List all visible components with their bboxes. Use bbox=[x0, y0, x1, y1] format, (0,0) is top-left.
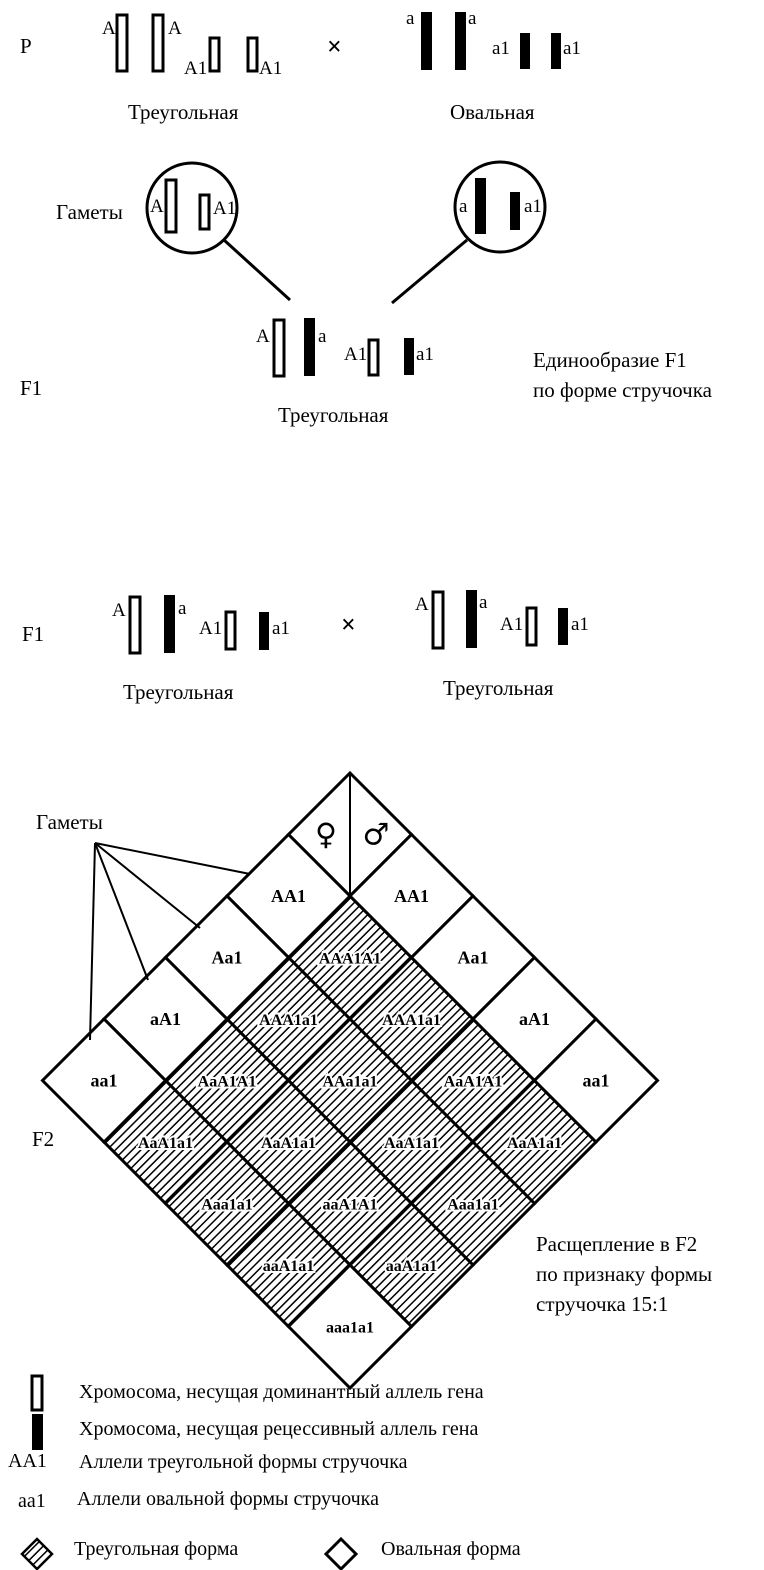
oval-shape-icon bbox=[323, 1536, 359, 1570]
female-symbol-icon: ♀ bbox=[315, 818, 337, 853]
genotype-label: AaA1A1 bbox=[444, 1074, 503, 1091]
f1-cross-generation-label: F1 bbox=[22, 622, 45, 646]
female-gamete-cell bbox=[40, 1016, 168, 1145]
f1-allele-3: A1 bbox=[344, 344, 368, 365]
genotype-label: AAa1a1 bbox=[322, 1074, 377, 1091]
gametes-title: Гаметы bbox=[56, 200, 123, 224]
f1-cross-right-allele-1: A bbox=[415, 594, 429, 615]
punnett-gametes-label: Гаметы bbox=[36, 810, 103, 834]
f1-generation-label: F1 bbox=[20, 376, 43, 400]
f1-cross-right-allele-3: A1 bbox=[500, 614, 524, 635]
f1-chromosomes bbox=[272, 318, 414, 378]
genotype-label: aaa1a1 bbox=[326, 1320, 374, 1337]
male-gamete-label: Aa1 bbox=[458, 948, 489, 968]
punnett-grid: AAA1A1AAA1a1AaA1A1AaA1a1AAA1a1AAa1a1AaA1… bbox=[40, 770, 660, 1391]
f1-cross-left-allele-2: a bbox=[178, 598, 187, 619]
genotype-label: AaA1a1 bbox=[384, 1135, 439, 1152]
genotype-label: AAA1a1 bbox=[259, 1012, 318, 1029]
f2-note-line3: стручочка 15:1 bbox=[536, 1292, 669, 1316]
male-symbol-icon: ♂ bbox=[363, 818, 390, 853]
f2-note-line1: Расщепление в F2 bbox=[536, 1232, 698, 1256]
p-left-phenotype: Треугольная bbox=[128, 100, 239, 124]
triangle-shape-icon bbox=[20, 1537, 54, 1570]
p-left-chromosomes bbox=[115, 13, 259, 73]
genotype-label: AaA1A1 bbox=[198, 1074, 257, 1091]
female-gamete-label: Aa1 bbox=[212, 948, 243, 968]
legend-triangle-alleles-key: AA1 bbox=[8, 1450, 47, 1472]
genotype-label: aaA1a1 bbox=[386, 1258, 438, 1275]
female-gamete-label: aA1 bbox=[150, 1009, 181, 1029]
genotype-label: AAA1A1 bbox=[319, 951, 381, 968]
f1-allele-1: A bbox=[256, 326, 270, 347]
genotype-label: AaA1a1 bbox=[138, 1135, 193, 1152]
legend-triangle-shape: Треугольная форма bbox=[74, 1538, 239, 1560]
f1-cross-left-chromosomes bbox=[128, 595, 269, 655]
female-gamete-label: AA1 bbox=[271, 886, 306, 906]
p-left-allele-3: A1 bbox=[184, 58, 208, 79]
male-gamete-cell bbox=[532, 1016, 660, 1145]
f1-cross-left-allele-1: A bbox=[112, 600, 126, 621]
f1-allele-4: a1 bbox=[416, 344, 434, 365]
f1-cross-left-allele-4: a1 bbox=[272, 618, 290, 639]
f1-cross-right-allele-2: a bbox=[479, 592, 488, 613]
p-right-allele-1: a bbox=[406, 8, 415, 29]
genotype-label: Aaa1a1 bbox=[447, 1197, 499, 1214]
genotype-label: aaA1A1 bbox=[322, 1197, 377, 1214]
legend-oval-shape: Овальная форма bbox=[381, 1538, 521, 1560]
gamete-circle-right bbox=[453, 160, 547, 254]
f1-phenotype: Треугольная bbox=[278, 403, 389, 427]
legend-symbols bbox=[20, 1374, 359, 1570]
f2-note-line2: по признаку формы bbox=[536, 1262, 713, 1286]
legend-triangle-alleles: Аллели треугольной формы стручочка bbox=[79, 1451, 408, 1473]
p-generation-label: P bbox=[20, 34, 32, 58]
f1-note-line2: по форме стручочка bbox=[533, 378, 712, 402]
f2-generation-label: F2 bbox=[32, 1127, 55, 1151]
male-gamete-label: aa1 bbox=[583, 1071, 610, 1091]
legend-recessive-chromosome: Хромосома, несущая рецессивный аллель ге… bbox=[79, 1418, 479, 1440]
p-left-allele-1: A bbox=[102, 18, 116, 39]
f1-cross-left-allele-3: A1 bbox=[199, 618, 223, 639]
legend-dominant-chromosome: Хромосома, несущая доминантный аллель ге… bbox=[79, 1381, 484, 1403]
p-cross-sign: × bbox=[327, 32, 342, 61]
p-right-allele-2: a bbox=[468, 8, 477, 29]
p-left-allele-2: A bbox=[168, 18, 182, 39]
f1-cross-left-phenotype: Треугольная bbox=[123, 680, 234, 704]
f1-cross-sign: × bbox=[341, 610, 356, 639]
f1-note-line1: Единообразие F1 bbox=[533, 348, 687, 372]
p-right-chromosomes bbox=[421, 12, 561, 70]
f1-cross-right-allele-4: a1 bbox=[571, 614, 589, 635]
gamete-left-allele-1: A bbox=[150, 196, 164, 217]
male-gamete-label: AA1 bbox=[394, 886, 429, 906]
p-right-allele-3: a1 bbox=[492, 38, 510, 59]
genotype-label: Aaa1a1 bbox=[201, 1197, 253, 1214]
p-right-phenotype: Овальная bbox=[450, 100, 535, 124]
p-right-allele-4: a1 bbox=[563, 38, 581, 59]
genotype-label: AaA1a1 bbox=[261, 1135, 316, 1152]
legend-oval-alleles-key: aa1 bbox=[18, 1490, 46, 1512]
p-left-allele-4: A1 bbox=[259, 58, 283, 79]
gametes-pointer-lines bbox=[89, 842, 251, 1041]
gamete-left-allele-2: A1 bbox=[213, 198, 237, 219]
f1-cross-right-chromosomes bbox=[431, 590, 568, 650]
genotype-cell-oval bbox=[286, 1262, 414, 1391]
f1-allele-2: a bbox=[318, 326, 327, 347]
male-gamete-label: aA1 bbox=[519, 1009, 550, 1029]
legend-oval-alleles: Аллели овальной формы стручочка bbox=[77, 1488, 379, 1510]
genotype-label: AaA1a1 bbox=[507, 1135, 562, 1152]
female-gamete-label: aa1 bbox=[91, 1071, 118, 1091]
gamete-right-allele-2: a1 bbox=[524, 196, 542, 217]
genotype-label: aaA1a1 bbox=[263, 1258, 315, 1275]
gamete-right-allele-1: a bbox=[459, 196, 468, 217]
gamete-circle-left bbox=[145, 161, 239, 255]
f1-cross-right-phenotype: Треугольная bbox=[443, 676, 554, 700]
genotype-label: AAA1a1 bbox=[382, 1012, 441, 1029]
